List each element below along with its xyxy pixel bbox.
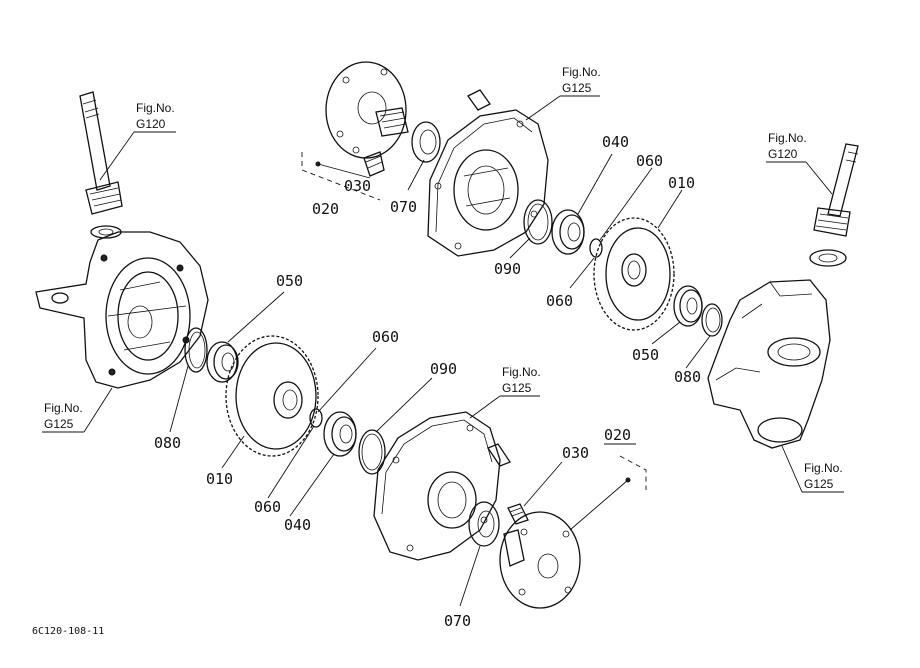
upper-cover-bolt — [467, 89, 491, 111]
callout-020-lower: 020 — [604, 426, 631, 444]
callout-060-mid: 060 — [546, 292, 573, 310]
lower-cover — [373, 411, 501, 561]
right-bevel-gear-010 — [593, 217, 675, 331]
right-shaft-fig-label: Fig.No. — [768, 131, 807, 145]
right-housing-fig-ref: G125 — [804, 477, 834, 491]
upper-cover-fig-label: Fig.No. — [562, 65, 601, 79]
callout-020-upper: 020 — [312, 200, 339, 218]
callout-010-right: 010 — [668, 174, 695, 192]
left-bearing-050 — [206, 341, 239, 383]
drawing-code: 6C120-108-11 — [32, 626, 104, 637]
leader-lines — [42, 95, 844, 607]
lower-flange-020 — [499, 511, 581, 609]
upper-cover-fig-ref: G125 — [562, 81, 592, 95]
upper-group-bracket — [301, 152, 381, 201]
callout-040-upper: 040 — [602, 133, 629, 151]
right-bearing-050 — [673, 285, 703, 327]
right-snap-ring-080 — [701, 303, 723, 337]
callout-070-lower: 070 — [444, 612, 471, 630]
left-shaft-fig-label: Fig.No. — [136, 101, 175, 115]
lower-seal-070 — [468, 501, 500, 547]
upper-bearing-040 — [551, 209, 585, 255]
callout-080-right: 080 — [674, 368, 701, 386]
callout-010-left: 010 — [206, 470, 233, 488]
left-shaft-fig-ref: G120 — [136, 117, 166, 131]
left-snap-ring-080 — [184, 327, 208, 373]
callout-090-upper: 090 — [494, 260, 521, 278]
left-bearing-040 — [323, 411, 357, 457]
upper-bolt-030 — [363, 151, 385, 177]
lower-bolt-030 — [507, 503, 529, 525]
callout-060-left-upper: 060 — [372, 328, 399, 346]
left-housing — [35, 231, 209, 389]
left-housing-fig-label: Fig.No. — [44, 401, 83, 415]
right-shaft-fig-ref: G120 — [768, 147, 798, 161]
callout-050-left: 050 — [276, 272, 303, 290]
left-shim-090 — [358, 429, 386, 475]
callout-090-left: 090 — [430, 360, 457, 378]
right-housing-fig-label: Fig.No. — [804, 461, 843, 475]
callout-050-right: 050 — [632, 346, 659, 364]
lower-cover-fig-ref: G125 — [502, 381, 532, 395]
callout-030-upper: 030 — [344, 177, 371, 195]
upper-ring-060 — [589, 238, 603, 258]
lower-group-bracket — [619, 455, 647, 490]
lower-cover-bolt — [487, 443, 511, 467]
callout-070-upper: 070 — [390, 198, 417, 216]
left-shaft — [79, 91, 123, 239]
callout-030-lower: 030 — [562, 444, 589, 462]
callout-060-upper: 060 — [636, 152, 663, 170]
left-bevel-gear-010 — [225, 335, 319, 457]
lower-cover-fig-label: Fig.No. — [502, 365, 541, 379]
left-ring-060 — [309, 408, 323, 428]
callout-040-left: 040 — [284, 516, 311, 534]
left-housing-fig-ref: G125 — [44, 417, 74, 431]
right-housing — [707, 279, 831, 449]
upper-seal-070 — [411, 121, 441, 163]
right-shaft — [809, 143, 859, 267]
upper-cover — [427, 109, 549, 257]
callout-080-left: 080 — [154, 434, 181, 452]
upper-flange-020 — [325, 61, 409, 159]
upper-shim-090 — [523, 199, 553, 245]
callout-060-left-lower: 060 — [254, 498, 281, 516]
